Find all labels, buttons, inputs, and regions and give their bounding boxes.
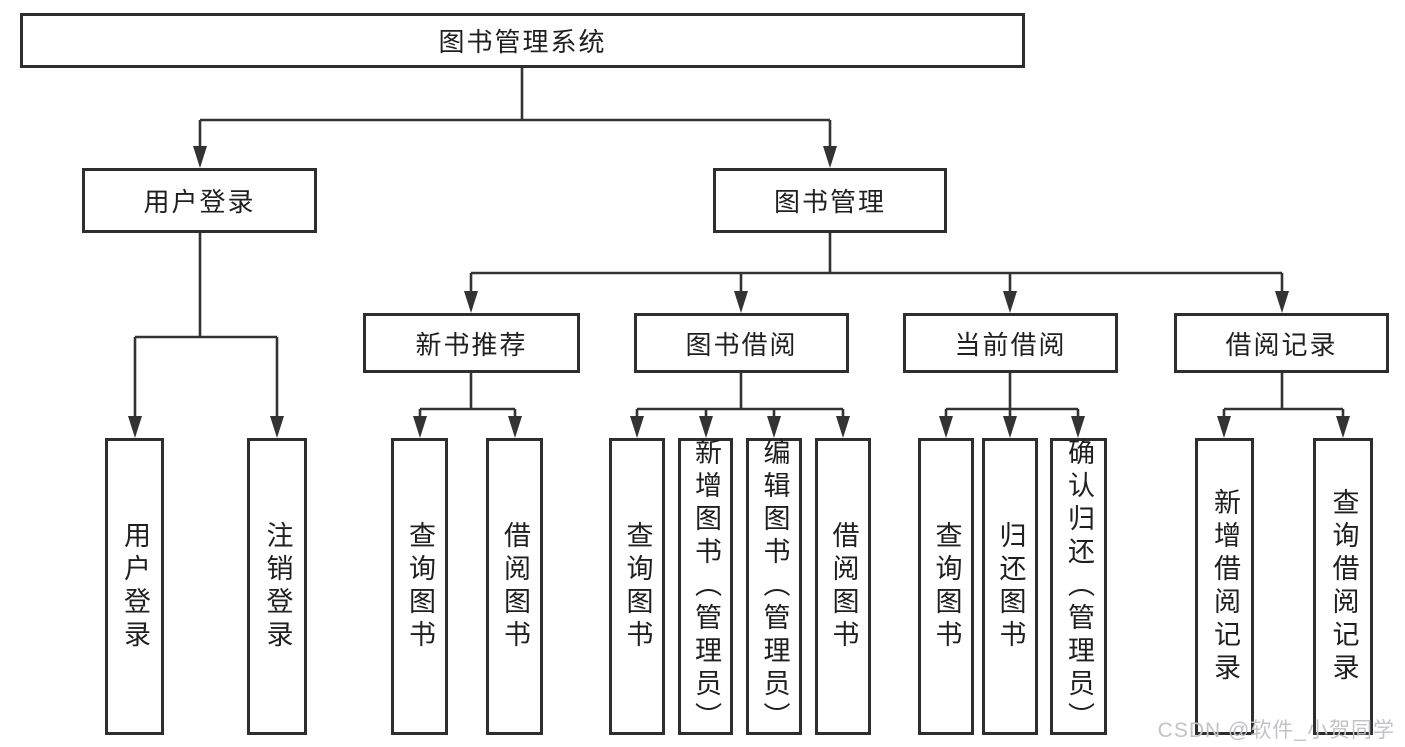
node-label: 确认归还（管理员） xyxy=(1064,438,1094,735)
node-label: 查询借阅记录 xyxy=(1328,487,1359,686)
node-label: 新书推荐 xyxy=(415,329,528,360)
leaf-current-confirm-return-admin: 确认归还（管理员） xyxy=(1050,438,1107,735)
leaf-recommend-borrow-book: 借阅图书 xyxy=(486,438,543,735)
node-label: 编辑图书（管理员） xyxy=(759,438,790,735)
node-label: 查询图书 xyxy=(405,520,435,653)
leaf-borrow-query-book: 查询图书 xyxy=(609,438,665,735)
node-label: 查询图书 xyxy=(931,520,962,653)
node-label: 归还图书 xyxy=(995,520,1026,653)
leaf-records-add-record: 新增借阅记录 xyxy=(1195,438,1254,735)
node-book-management: 图书管理 xyxy=(713,168,947,233)
node-new-book-recommend: 新书推荐 xyxy=(363,313,580,373)
node-user-login: 用户登录 xyxy=(82,168,317,233)
node-label: 图书管理系统 xyxy=(438,27,607,57)
node-borrow-records: 借阅记录 xyxy=(1174,313,1389,373)
node-label: 查询图书 xyxy=(622,520,653,653)
leaf-logout: 注销登录 xyxy=(247,438,307,735)
node-label: 借阅图书 xyxy=(500,520,530,653)
leaf-user-login: 用户登录 xyxy=(105,438,164,735)
node-label: 注销登录 xyxy=(262,520,293,653)
node-label: 新增图书（管理员） xyxy=(691,438,721,735)
leaf-borrow-borrow-book: 借阅图书 xyxy=(815,438,871,735)
node-label: 借阅图书 xyxy=(828,520,859,653)
leaf-borrow-add-book-admin: 新增图书（管理员） xyxy=(678,438,733,735)
node-label: 新增借阅记录 xyxy=(1210,487,1240,686)
node-root: 图书管理系统 xyxy=(20,13,1025,68)
leaf-current-query-book: 查询图书 xyxy=(918,438,974,735)
leaf-current-return-book: 归还图书 xyxy=(982,438,1038,735)
node-label: 用户登录 xyxy=(120,520,150,653)
leaf-records-query-record: 查询借阅记录 xyxy=(1313,438,1373,735)
node-label: 图书借阅 xyxy=(685,329,798,360)
arrowheads xyxy=(128,146,1350,438)
node-current-borrow: 当前借阅 xyxy=(903,313,1118,373)
leaf-borrow-edit-book-admin: 编辑图书（管理员） xyxy=(746,438,802,735)
leaf-recommend-query-book: 查询图书 xyxy=(391,438,448,735)
node-label: 当前借阅 xyxy=(954,329,1067,360)
node-book-borrow: 图书借阅 xyxy=(634,313,849,373)
node-label: 用户登录 xyxy=(143,187,256,217)
node-label: 借阅记录 xyxy=(1225,329,1338,360)
csdn-watermark: CSDN @软件_小贺同学 xyxy=(1157,719,1395,742)
node-label: 图书管理 xyxy=(773,187,886,217)
